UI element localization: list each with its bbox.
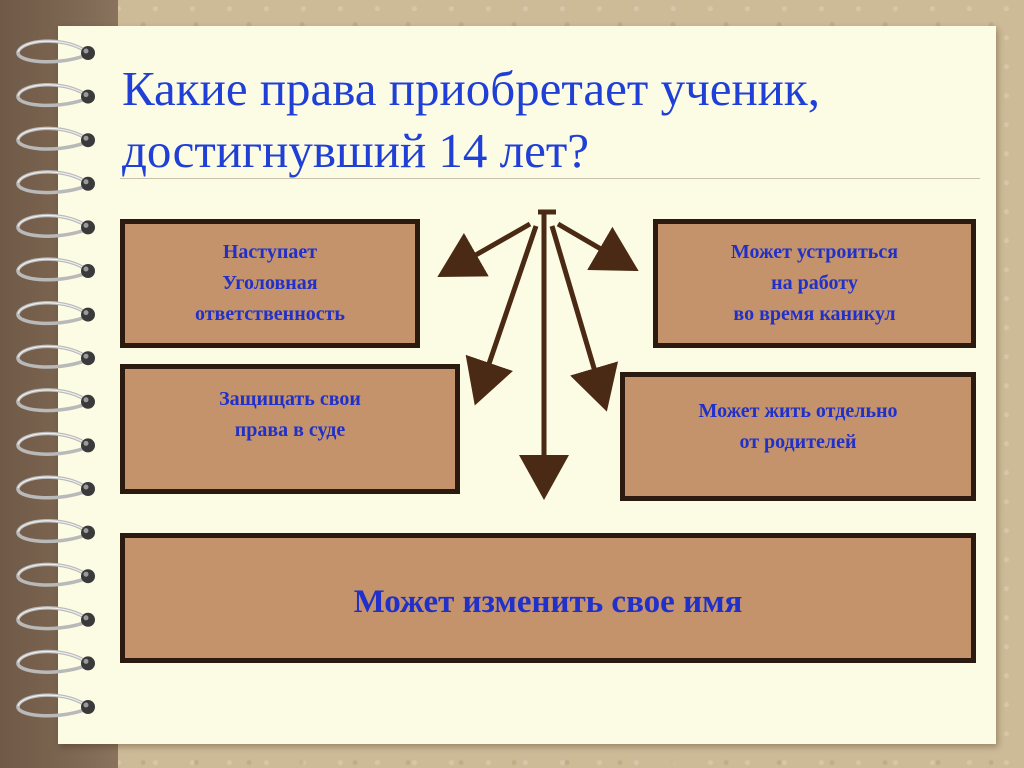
spiral-rings (16, 39, 95, 718)
spiral-ring (16, 693, 95, 718)
spiral-ring (16, 475, 95, 500)
box-change-name-text: Может изменить свое имя (353, 583, 743, 620)
box-live-separately-text: Может жить отдельно от родителей (698, 399, 898, 453)
box-live-separately: Может жить отдельно от родителей (620, 372, 976, 501)
spiral-ring (16, 649, 95, 674)
spiral-ring (16, 344, 95, 369)
spiral-ring (16, 257, 95, 282)
spiral-ring (16, 39, 95, 64)
spiral-ring (16, 606, 95, 631)
box-court: Защищать свои права в суде (120, 364, 460, 494)
spiral-ring (16, 431, 95, 456)
box-work-text: Может устроиться на работу во время кани… (730, 241, 899, 325)
arrow-to-criminal-liability (437, 221, 532, 277)
spiral-ring (16, 518, 95, 544)
box-criminal-liability: Наступает Уголовная ответственность (120, 219, 420, 348)
box-work: Может устроиться на работу во время кани… (653, 219, 976, 348)
box-court-text: Защищать свои права в суде (219, 388, 361, 441)
spiral-ring (16, 126, 95, 151)
spiral-ring (16, 388, 95, 413)
title-divider (120, 178, 980, 179)
arrow-to-work (556, 221, 639, 272)
slide-title: Какие права приобретает ученик, достигну… (122, 61, 820, 178)
spiral-ring (16, 82, 95, 108)
arrow-to-court (465, 225, 539, 406)
arrow-to-live-separately (549, 225, 619, 412)
box-change-name: Может изменить свое имя (120, 533, 976, 663)
spiral-ring (16, 562, 95, 587)
spiral-ring (16, 300, 95, 326)
spiral-ring (16, 170, 95, 195)
spiral-ring (16, 213, 95, 238)
box-criminal-liability-text: Наступает Уголовная ответственность (194, 241, 345, 325)
